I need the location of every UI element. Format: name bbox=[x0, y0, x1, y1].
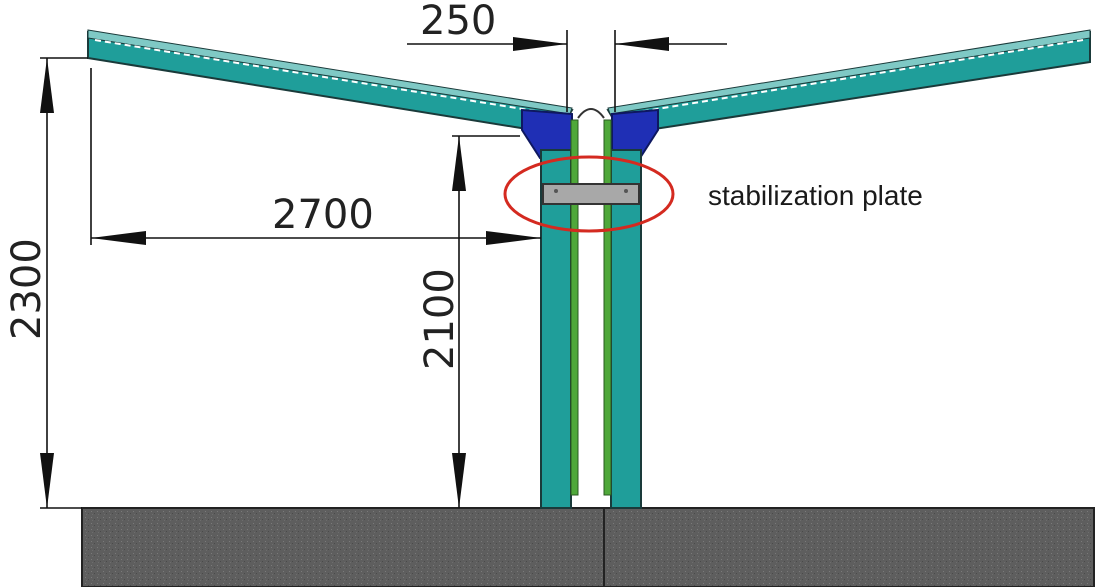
left-roof-beam bbox=[87, 29, 574, 136]
plate-bolt-right bbox=[624, 189, 628, 193]
plate-bolt-left bbox=[554, 189, 558, 193]
foundation bbox=[81, 507, 1095, 587]
foundation-slab-right bbox=[603, 507, 1095, 587]
stabilization-plate bbox=[542, 183, 640, 205]
gutter-channel bbox=[577, 108, 605, 119]
dimension-250-label: 250 bbox=[420, 0, 496, 44]
callout-ellipse bbox=[503, 155, 675, 233]
right-column bbox=[603, 119, 642, 509]
dimension-2700: 2700 bbox=[90, 68, 541, 245]
dimension-2100: 2100 bbox=[417, 135, 520, 508]
stabilization-plate-label: stabilization plate bbox=[708, 180, 923, 211]
dimension-2700-label: 2700 bbox=[272, 192, 374, 238]
dimension-2100-label: 2100 bbox=[417, 268, 463, 370]
foundation-slab-left bbox=[81, 507, 605, 587]
left-column bbox=[540, 119, 579, 509]
right-roof-beam bbox=[606, 29, 1091, 136]
dimension-2300-label: 2300 bbox=[4, 238, 50, 340]
dimension-250: 250 bbox=[407, 0, 727, 112]
dimension-2300: 2300 bbox=[4, 57, 88, 509]
